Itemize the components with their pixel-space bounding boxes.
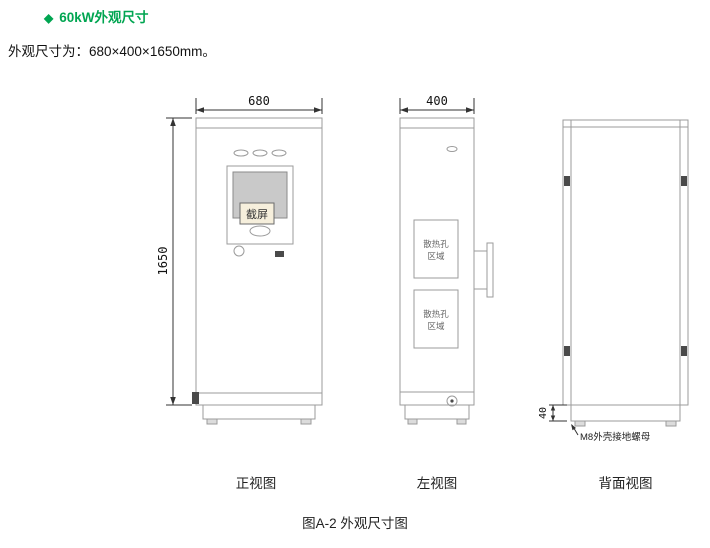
left-width-dim-text: 400 [426,94,448,108]
section-heading: ◆ 60kW外观尺寸 [44,6,149,26]
hinge [564,346,570,356]
front-height-dim-text: 1650 [156,247,170,276]
back-view-label: 背面视图 [598,476,653,491]
base-height-dim-text: 40 [538,407,549,419]
cabinet-foot [456,418,467,425]
vent-area-box [413,219,459,279]
watermark-box [239,202,275,225]
arrowhead [196,107,204,113]
indicator-light [271,149,287,157]
hinge [681,176,687,186]
door-lock [192,392,199,404]
vent-area-box [413,289,459,349]
side-flange-stem [473,250,488,290]
left-view-drawing: 400 散热孔 区域 散热孔 [399,94,494,425]
leader-arrowhead [571,424,576,431]
arrowhead [550,405,556,411]
cabinet-base [404,404,470,420]
hinge [564,176,570,186]
hinge [681,346,687,356]
ground-nut-label-text: M8外壳接地螺母 [580,431,650,443]
cabinet-outline [562,119,689,406]
left-view-label: 左视图 [416,476,458,491]
side-flange-plate [486,242,494,298]
cabinet-base [202,404,316,420]
cabinet-foot [300,418,312,425]
vent-area-label-top: 散热孔 区域 [423,239,449,261]
cabinet-foot [206,418,218,425]
ground-stud-center [450,399,454,403]
figure-caption: 图A-2 外观尺寸图 [302,516,408,531]
indicator-light [233,149,249,157]
ground-stud [446,395,458,407]
vent-slot [446,146,458,152]
arrowhead [400,107,408,113]
front-cabinet-body [195,117,323,425]
arrowhead [550,415,556,421]
back-view-drawing: 40 M8外壳接地螺母 [538,119,689,443]
cabinet-foot [407,418,418,425]
indicator-light [252,149,268,157]
front-width-dimension: 680 [195,94,323,114]
power-switch [275,251,284,257]
front-view-drawing: 680 1650 [156,94,323,425]
round-button [233,245,245,257]
vent-area-label-bottom: 散热孔 区域 [423,309,449,331]
arrowhead [314,107,322,113]
diamond-bullet-icon: ◆ [44,11,54,25]
cabinet-outline [399,117,475,406]
ground-nut-callout: M8外壳接地螺母 [571,424,650,443]
front-width-dim-text: 680 [248,94,270,108]
front-height-dimension: 1650 [156,117,192,406]
vent-label-line1: 散热孔 [423,239,449,249]
cabinet-foot [665,420,677,427]
arrowhead [170,118,176,126]
cabinet-base [570,404,681,422]
vent-label-line1: 散热孔 [423,309,449,319]
oval-button [249,225,271,237]
overall-dimensions-text: 外观尺寸为：680×400×1650mm。 [8,44,216,59]
display-bezel [226,165,294,245]
cabinet-outline [195,117,323,406]
arrowhead [170,397,176,405]
front-view-label: 正视图 [235,476,277,491]
left-width-dimension: 400 [399,94,475,114]
back-cabinet-body [562,119,689,427]
watermark-text: 截屏 [246,207,268,221]
section-title: 60kW外观尺寸 [59,10,149,25]
cabinet-foot [574,420,586,427]
vent-label-line2: 区域 [427,251,445,261]
screenshot-watermark-badge: 截屏 [239,202,275,225]
back-base-dimension: 40 [538,404,567,422]
arrowhead [466,107,474,113]
left-cabinet-body [399,117,494,425]
vent-label-line2: 区域 [427,321,445,331]
